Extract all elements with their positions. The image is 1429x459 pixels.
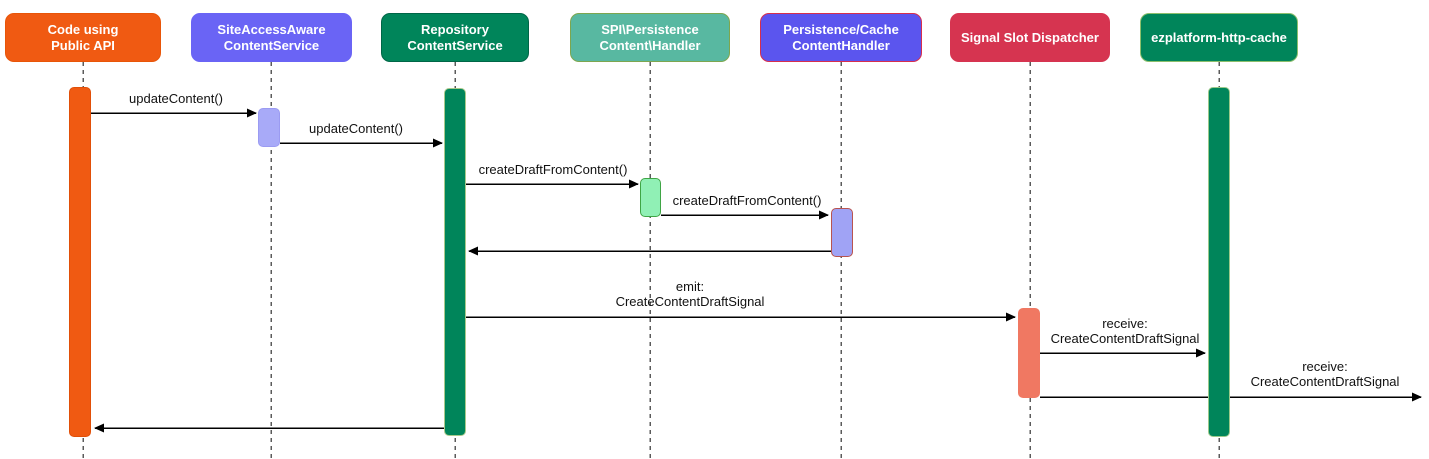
participant-persistence-cache-handler: Persistence/Cache ContentHandler <box>760 13 922 62</box>
message-label-receive-createcontentdraftsignal-2: receive: CreateContentDraftSignal <box>1250 359 1400 389</box>
message-label-updatecontent-2: updateContent() <box>309 121 403 136</box>
message-label-updatecontent-1: updateContent() <box>129 91 223 106</box>
activation-bar-signal-slot-dispatcher <box>1018 308 1040 398</box>
participant-spi-persistence-handler: SPI\Persistence Content\Handler <box>570 13 730 62</box>
activation-bar-ezplatform-http-cache <box>1208 87 1230 437</box>
participant-repository-contentservice: Repository ContentService <box>381 13 529 62</box>
activation-bar-persistence-cache-handler <box>831 208 853 257</box>
message-label-createdraftfromcontent-2: createDraftFromContent() <box>672 193 822 208</box>
participant-ezplatform-http-cache: ezplatform-http-cache <box>1140 13 1298 62</box>
activation-bar-code-using-public-api <box>69 87 91 437</box>
message-label-receive-createcontentdraftsignal-1: receive: CreateContentDraftSignal <box>1050 316 1200 346</box>
activation-bar-spi-persistence-handler <box>640 178 661 217</box>
participant-code-using-public-api: Code using Public API <box>5 13 161 62</box>
message-label-emit-createcontentdraftsignal: emit: CreateContentDraftSignal <box>615 279 765 309</box>
participant-signal-slot-dispatcher: Signal Slot Dispatcher <box>950 13 1110 62</box>
activation-bar-repository-contentservice <box>444 88 466 436</box>
participant-siteaccessaware-contentservice: SiteAccessAware ContentService <box>191 13 352 62</box>
activation-bar-siteaccessaware-contentservice <box>258 108 280 147</box>
message-label-createdraftfromcontent-1: createDraftFromContent() <box>478 162 628 177</box>
